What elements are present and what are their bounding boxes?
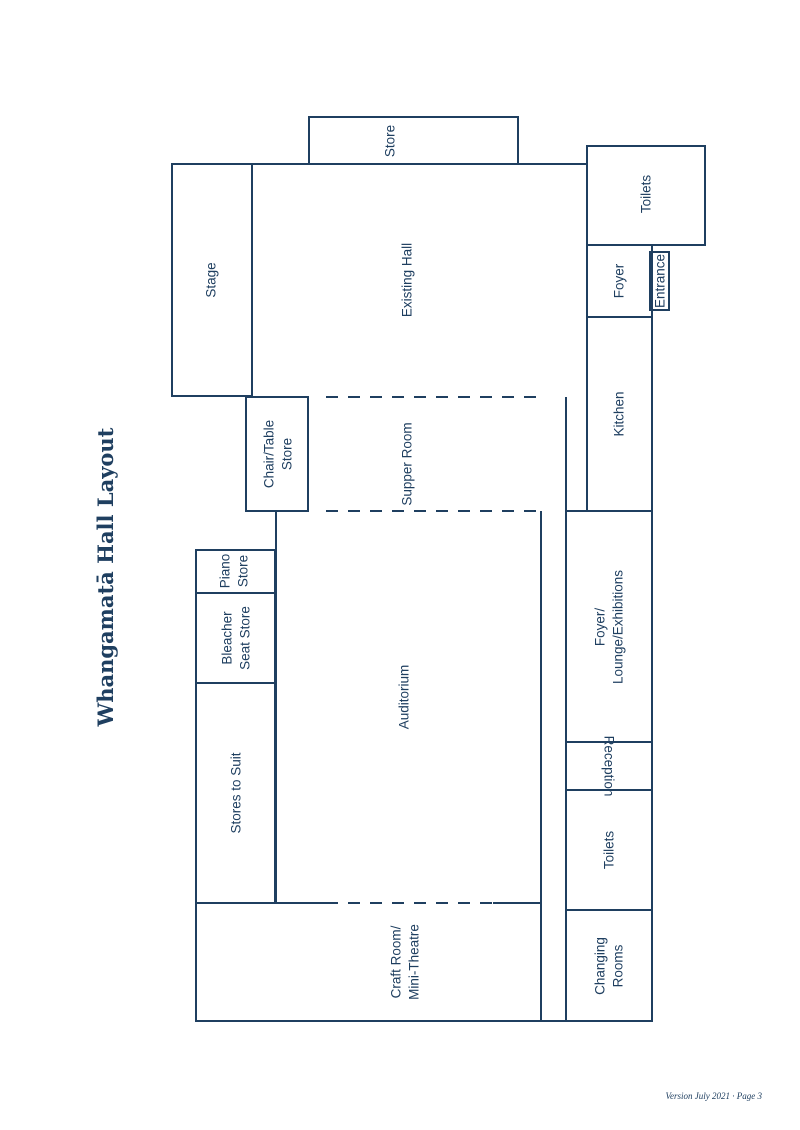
store-room	[308, 116, 519, 165]
auditorium-walls	[195, 511, 566, 1022]
kitchen-walls	[566, 317, 653, 512]
label-foyer: Foyer	[612, 263, 627, 298]
label-reception: Reception	[602, 736, 617, 797]
label-stage: Stage	[204, 262, 219, 297]
label-chair-table-store-2: Store	[280, 438, 295, 470]
label-stores-to-suit: Stores to Suit	[229, 752, 244, 833]
label-supper-room: Supper Room	[400, 422, 415, 505]
existing-hall-walls	[251, 163, 588, 511]
label-piano-store-1: Piano	[218, 554, 233, 589]
room-labels: Store Stage Existing Hall Toilets Foyer …	[204, 125, 668, 1000]
label-auditorium: Auditorium	[397, 665, 412, 730]
open-partitions	[326, 396, 541, 904]
page-footer: Version July 2021 · Page 3	[666, 1091, 763, 1101]
changing-rooms-room	[565, 909, 653, 1022]
label-craft-room-2: Mini-Theatre	[407, 924, 422, 1000]
foyer-lounge-walls	[566, 511, 653, 743]
label-foyer-lounge-2: Lounge/Exhibitions	[611, 570, 626, 684]
foyer-walls	[587, 244, 653, 318]
label-craft-room-1: Craft Room/	[389, 925, 404, 998]
entrance-box	[649, 251, 670, 311]
label-toilets-bottom: Toilets	[602, 831, 617, 870]
label-foyer-lounge-1: Foyer/	[593, 608, 608, 647]
supper-room-walls	[275, 397, 567, 1021]
label-bleacher-seat-store-1: Bleacher	[220, 611, 235, 665]
label-piano-store-2: Store	[236, 555, 251, 587]
label-toilets-top: Toilets	[639, 175, 654, 214]
label-chair-table-store-1: Chair/Table	[262, 420, 277, 488]
label-changing-rooms-2: Rooms	[611, 944, 626, 987]
label-kitchen: Kitchen	[612, 391, 627, 436]
label-entrance: Entrance	[653, 254, 668, 308]
label-store: Store	[383, 125, 398, 157]
label-existing-hall: Existing Hall	[400, 243, 415, 317]
walls	[171, 116, 706, 1022]
label-changing-rooms-1: Changing	[593, 937, 608, 995]
footer-page: Page 3	[736, 1091, 762, 1101]
label-bleacher-seat-store-2: Seat Store	[238, 606, 253, 670]
footer-version: Version July 2021	[665, 1091, 731, 1101]
footer-separator: ·	[732, 1091, 735, 1101]
bleacher-seat-store-room	[195, 592, 276, 684]
chair-table-store-room	[245, 396, 309, 512]
page-title: Whangamatā Hall Layout	[93, 427, 118, 727]
